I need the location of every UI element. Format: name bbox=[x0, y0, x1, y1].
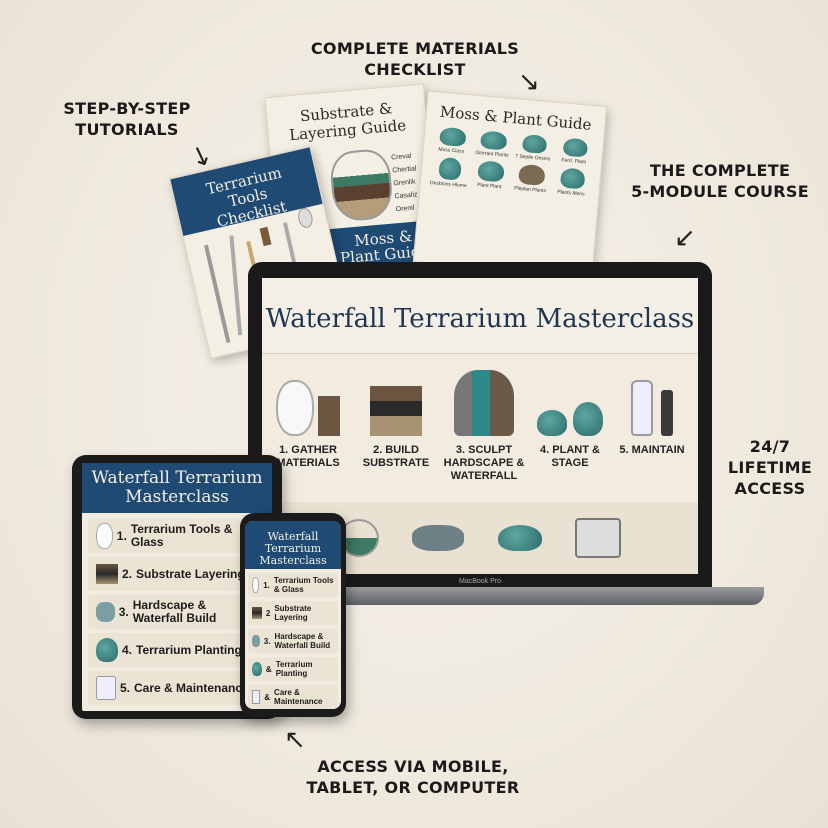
module-substrate[interactable]: 2. BUILD SUBSTRATE bbox=[354, 366, 438, 470]
terrarium-jar-illustration bbox=[328, 147, 395, 223]
callout-devices: ACCESS VIA MOBILE, TABLET, OR COMPUTER bbox=[300, 756, 526, 798]
layer-label: Casaliz bbox=[394, 191, 418, 201]
callout-course: THE COMPLETE 5-MODULE COURSE bbox=[630, 160, 810, 202]
plant-entry: Glorrant Plants bbox=[472, 130, 513, 159]
tablet-item-hardscape[interactable]: 3.Hardscape & Waterfall Build bbox=[88, 595, 266, 629]
tablet-item-substrate[interactable]: 2.Substrate Layering bbox=[88, 557, 266, 591]
callout-materials: COMPLETE MATERIALS CHECKLIST bbox=[300, 38, 530, 80]
glass-vase-icon bbox=[266, 366, 350, 436]
substrate-guide-title: Substrate & Layering Guide bbox=[288, 99, 407, 145]
module-plant[interactable]: 4. PLANT & STAGE bbox=[528, 366, 612, 470]
plant-icon bbox=[252, 662, 262, 676]
callout-line: TABLET, OR COMPUTER bbox=[306, 778, 520, 797]
laptop-screen: Waterfall Terrarium Masterclass 1. GATHE… bbox=[262, 278, 698, 574]
callout-line: ACCESS bbox=[734, 479, 806, 498]
plant-entry: Plants Mens bbox=[551, 167, 592, 200]
phone: Waterfall Terrarium Masterclass 1.Terrar… bbox=[240, 513, 346, 717]
phone-title: Waterfall Terrarium Masterclass bbox=[245, 521, 341, 569]
callout-line: 5-MODULE COURSE bbox=[631, 182, 809, 201]
callout-line: COMPLETE MATERIALS bbox=[310, 39, 520, 58]
callout-line: STEP-BY-STEP bbox=[63, 99, 191, 118]
callout-line: THE COMPLETE bbox=[649, 161, 791, 180]
arrow-icon: ↙ bbox=[674, 222, 696, 252]
phone-item-planting[interactable]: &Terrarium Planting bbox=[248, 657, 338, 681]
module-hardscape[interactable]: 3. SCULPT HARDSCAPE & WATERFALL bbox=[442, 366, 526, 483]
phone-item-care[interactable]: &Care & Maintenance bbox=[248, 685, 338, 709]
moss-icon bbox=[497, 525, 542, 551]
callout-line: LIFETIME bbox=[727, 458, 813, 477]
callout-line: ACCESS VIA MOBILE, bbox=[317, 757, 509, 776]
substrate-layers-icon bbox=[354, 366, 438, 436]
tablet-item-planting[interactable]: 4.Terrarium Planting bbox=[88, 633, 266, 667]
spray-bottle-icon bbox=[96, 676, 116, 700]
plants-icon bbox=[528, 366, 612, 436]
module-maintain[interactable]: 5. MAINTAIN bbox=[610, 366, 694, 457]
rock-icon bbox=[252, 635, 260, 647]
plant-entry: Onsbtons Hlome bbox=[429, 156, 470, 189]
laptop-base bbox=[232, 587, 764, 605]
plant-entry: Moss Class bbox=[431, 126, 472, 155]
laptop-brand: MacBook Pro bbox=[458, 578, 502, 585]
moss-plant-guide: Moss & Plant Guide Moss Class Glorrant P… bbox=[412, 90, 608, 278]
plant-entry: 7 Sepile Onsms bbox=[513, 133, 554, 162]
stones-icon bbox=[412, 525, 465, 551]
callout-lifetime: 24/7 LIFETIME ACCESS bbox=[722, 436, 818, 499]
callout-line: CHECKLIST bbox=[364, 60, 466, 79]
tablet-title: Waterfall Terrarium Masterclass bbox=[82, 463, 272, 513]
plant-entry: Pleplan Plants bbox=[510, 163, 551, 196]
tool-kit-icon bbox=[575, 518, 622, 558]
callout-step-by-step: STEP-BY-STEP TUTORIALS bbox=[52, 98, 202, 140]
tablet-item-tools[interactable]: 1.Terrarium Tools & Glass bbox=[88, 519, 266, 553]
plant-icon bbox=[96, 638, 118, 662]
callout-line: 24/7 bbox=[749, 437, 791, 456]
callout-line: TUTORIALS bbox=[75, 120, 179, 139]
plant-entry: Plant Plant bbox=[469, 160, 510, 193]
substrate-icon bbox=[252, 607, 262, 619]
layer-labels: Creval Chertial Grenlik Casaliz Orenil bbox=[391, 149, 421, 216]
arrow-icon: ↘ bbox=[518, 66, 540, 96]
tablet-item-care[interactable]: 5.Care & Maintenance bbox=[88, 671, 266, 705]
plant-entry: Ferd. Plant bbox=[554, 137, 595, 166]
course-title: Waterfall Terrarium Masterclass bbox=[262, 278, 698, 354]
waterfall-rock-icon bbox=[442, 366, 526, 436]
vase-icon bbox=[252, 577, 260, 593]
vase-icon bbox=[96, 523, 113, 549]
rock-icon bbox=[96, 602, 115, 622]
laptop: Waterfall Terrarium Masterclass 1. GATHE… bbox=[248, 262, 712, 587]
phone-item-hardscape[interactable]: 3.Hardscape & Waterfall Build bbox=[248, 629, 338, 653]
module-gather[interactable]: 1. GATHER MATERIALS bbox=[266, 366, 350, 470]
arrow-icon: ↖ bbox=[284, 724, 306, 754]
spray-bottle-icon bbox=[610, 366, 694, 436]
phone-item-tools[interactable]: 1.Terrarium Tools & Glass bbox=[248, 573, 338, 597]
spray-bottle-icon bbox=[252, 690, 261, 704]
substrate-icon bbox=[96, 564, 118, 584]
